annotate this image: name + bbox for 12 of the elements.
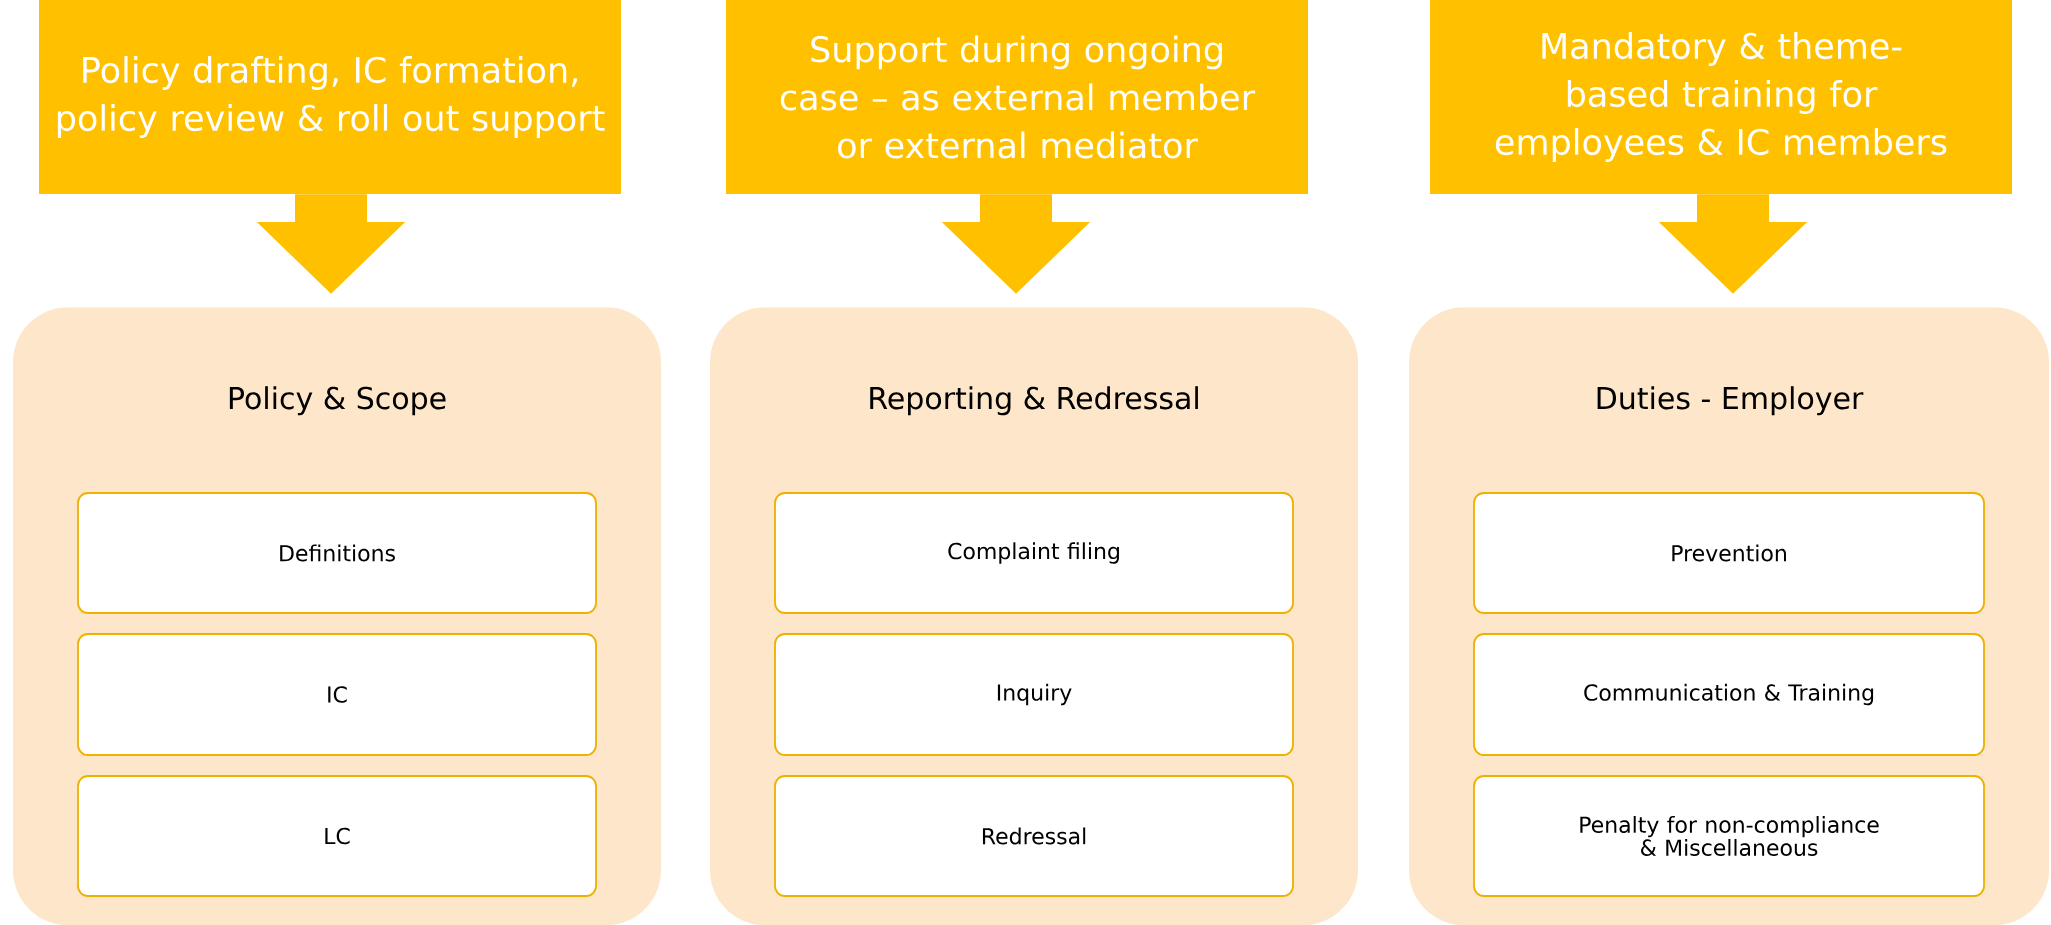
item-box: Penalty for non-compliance & Miscellaneous [1473,775,1985,897]
item-box: Inquiry [774,633,1294,756]
item-box: Definitions [77,492,597,614]
callout-box: Support during ongoing case – as external member or external mediator [726,0,1308,194]
item-box: Complaint filing [774,492,1294,614]
callout-box: Mandatory & theme-based training for employees & IC members [1430,0,2012,194]
item-box: Redressal [774,775,1294,897]
item-box: Prevention [1473,492,1985,614]
callout-box: Policy drafting, IC formation, policy review & roll out support [39,0,621,194]
item-box: LC [77,775,597,897]
item-box: IC [77,633,597,756]
item-box: Communication & Training [1473,633,1985,756]
